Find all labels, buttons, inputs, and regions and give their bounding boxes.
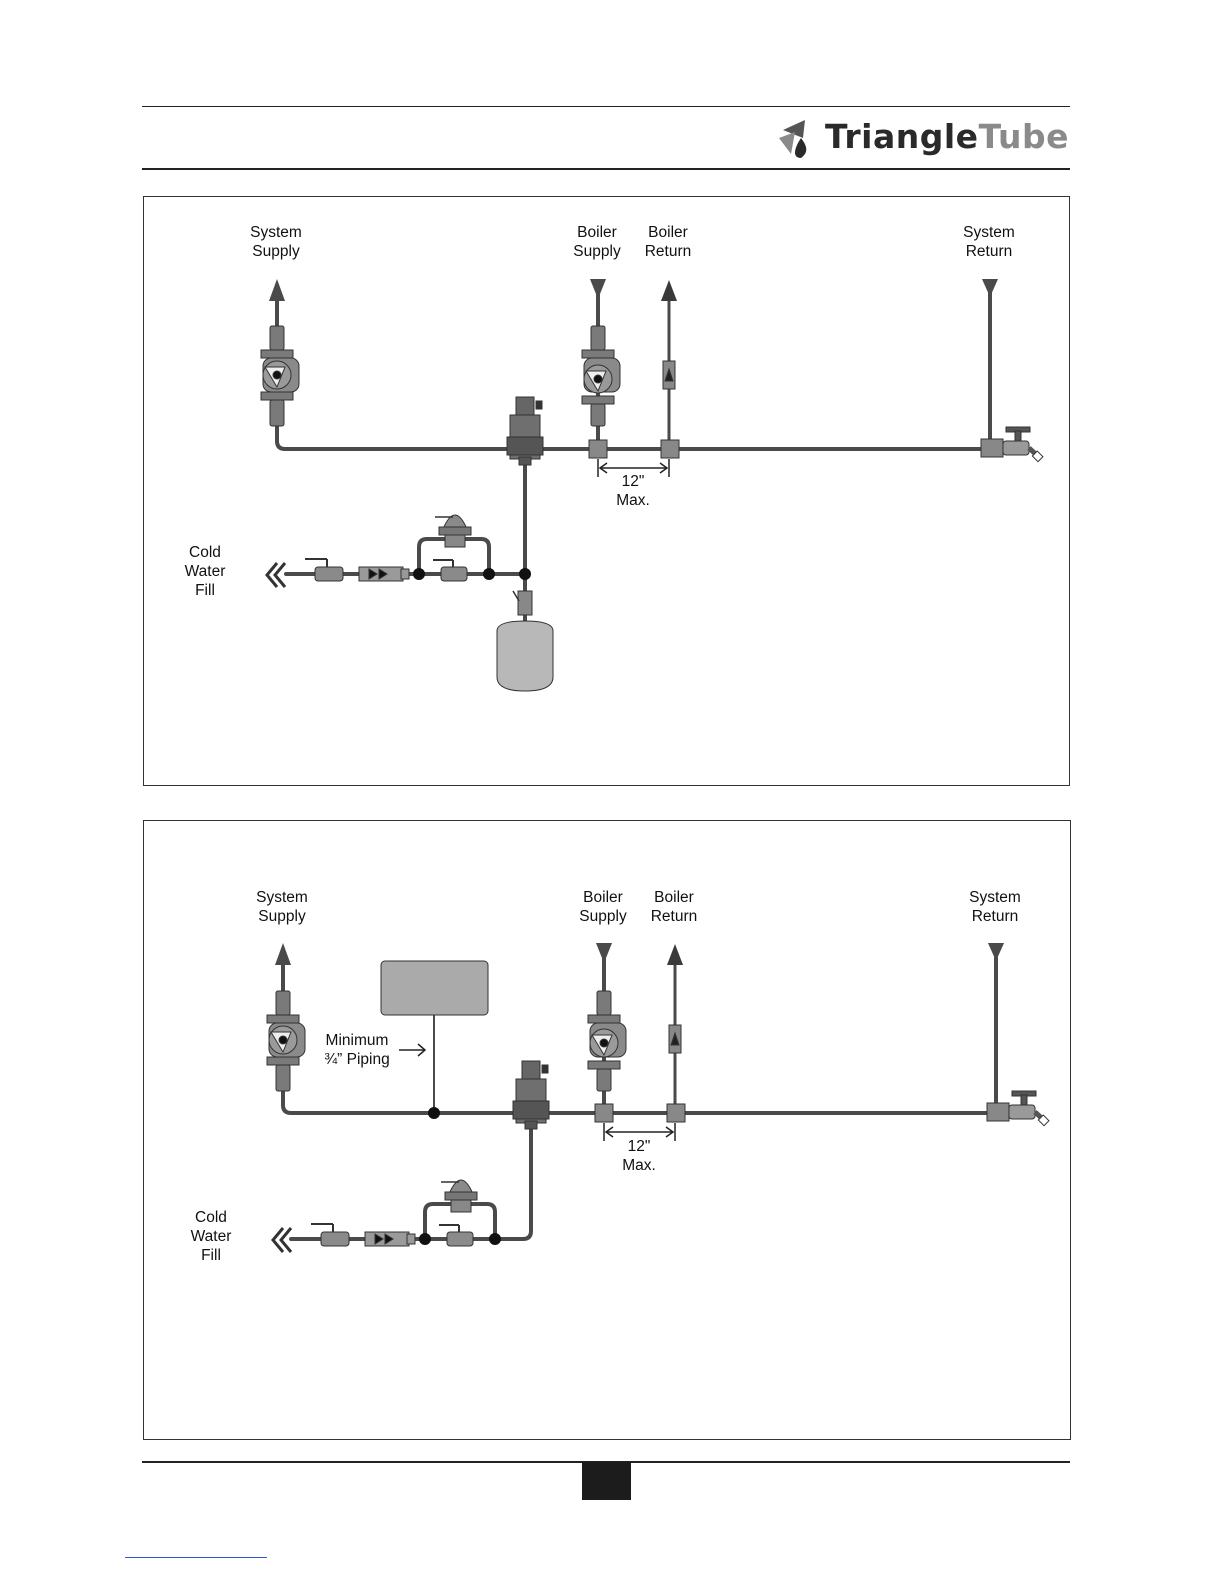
max-dimension-label: 12"Max. — [622, 1137, 656, 1175]
bypass-valve-icon — [433, 560, 467, 581]
logo-text-tube: Tube — [979, 117, 1069, 156]
bypass-valve-icon — [439, 1225, 473, 1246]
air-separator-icon — [507, 397, 543, 465]
backflow-preventer-icon — [359, 567, 409, 581]
system-supply-circulator-icon — [261, 326, 299, 426]
triangle-tube-logo: TriangleTube — [775, 114, 1075, 160]
system-supply-arrow-icon — [269, 279, 285, 301]
logo-mark-icon — [775, 116, 817, 162]
boiler-supply-circulator-icon — [588, 991, 626, 1122]
max-dimension-label: 12"Max. — [616, 472, 650, 510]
tank-junction-dot — [428, 1107, 440, 1119]
expansion-tank-icon — [381, 961, 488, 1015]
fill-drop-pipe — [495, 1121, 531, 1239]
system-supply-circulator-icon — [267, 991, 305, 1091]
pressure-reducing-valve-icon — [435, 515, 471, 547]
main-header-pipe — [277, 421, 1011, 449]
fill-shutoff-valve-icon — [311, 1224, 349, 1246]
boiler-supply-arrow-icon — [590, 279, 606, 299]
fill-break-symbol-icon — [267, 563, 285, 587]
header-top-rule — [142, 106, 1070, 107]
header-bottom-rule — [142, 168, 1070, 170]
fill-break-symbol-icon — [273, 1228, 291, 1252]
backflow-preventer-icon — [365, 1232, 415, 1246]
air-separator-icon — [513, 1061, 549, 1129]
page-number-block — [582, 1462, 631, 1500]
diagram-1-drawing — [144, 197, 1071, 787]
system-return-arrow-icon — [988, 943, 1004, 961]
system-supply-arrow-icon — [275, 943, 291, 965]
boiler-return-arrow-icon — [667, 944, 683, 965]
boiler-supply-circulator-icon — [582, 326, 620, 458]
pressure-reducing-valve-icon — [441, 1180, 477, 1212]
logo-wordmark: TriangleTube — [825, 114, 1069, 160]
logo-text-triangle: Triangle — [825, 117, 979, 156]
boiler-supply-arrow-icon — [596, 943, 612, 963]
footer-link-underline[interactable] — [125, 1557, 267, 1558]
system-return-arrow-icon — [982, 279, 998, 297]
piping-note-arrow-icon — [399, 1044, 425, 1056]
fill-shutoff-valve-icon — [305, 559, 343, 581]
expansion-tank-icon — [497, 591, 553, 691]
boiler-return-arrow-icon — [661, 280, 677, 301]
main-header-pipe — [283, 1091, 1017, 1113]
